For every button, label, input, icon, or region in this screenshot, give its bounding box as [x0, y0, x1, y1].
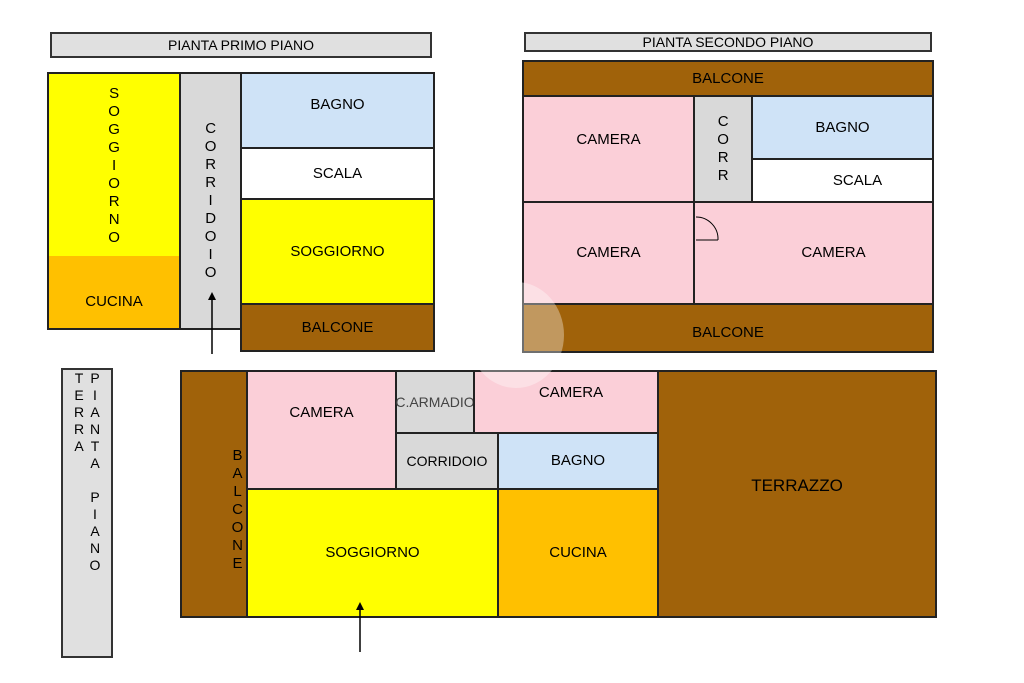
title-first-floor: PIANTA PRIMO PIANO — [50, 32, 432, 58]
title-second-floor: PIANTA SECONDO PIANO — [524, 32, 932, 52]
room-soggiorno-1f-left: SOGGIORNO — [47, 72, 181, 258]
room-bagno-gf: BAGNO — [497, 432, 659, 490]
room-scala-1f: SCALA — [240, 147, 435, 200]
room-camera-gf-left: CAMERA — [246, 370, 397, 490]
room-soggiorno-1f-right: SOGGIORNO — [240, 198, 435, 305]
room-terrazzo-gf: TERRAZZO — [657, 370, 937, 618]
room-scala-2f: SCALA — [751, 158, 934, 203]
room-balcone-2f-top: BALCONE — [522, 60, 934, 97]
room-camera-2f-top-left: CAMERA — [522, 95, 695, 203]
door-swing-2f — [695, 216, 719, 241]
entrance-arrow-gf — [356, 602, 364, 652]
room-c-armadio-gf: C.ARMADIO — [395, 370, 475, 434]
entrance-arrow-1f — [208, 292, 216, 354]
room-balcone-1f: BALCONE — [240, 303, 435, 352]
room-corr-2f: CORR — [693, 95, 753, 203]
room-camera-2f-bottom-left: CAMERA — [522, 201, 695, 305]
room-cucina-1f: CUCINA — [47, 256, 181, 330]
room-soggiorno-gf: SOGGIORNO — [246, 488, 499, 618]
room-corridoio-1f: CORRIDOIO — [179, 72, 242, 330]
room-balcone-2f-bottom: BALCONE — [522, 303, 934, 353]
title-ground-floor: PIANTA PIANO TERRA — [61, 368, 113, 658]
room-corridoio-gf: CORRIDOIO — [395, 432, 499, 490]
room-balcone-gf: BALCONE — [180, 370, 248, 618]
room-cucina-gf: CUCINA — [497, 488, 659, 618]
room-camera-2f-bottom-right: CAMERA — [693, 201, 934, 305]
room-bagno-1f: BAGNO — [240, 72, 435, 149]
watermark-circle — [468, 282, 564, 388]
room-bagno-2f: BAGNO — [751, 95, 934, 160]
